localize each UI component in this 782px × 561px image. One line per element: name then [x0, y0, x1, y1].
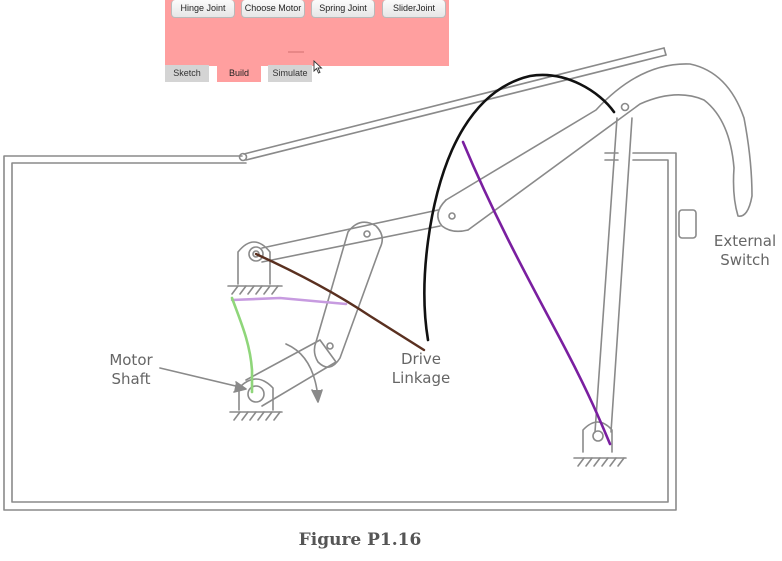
enclosure-box	[3, 152, 677, 511]
panel-divider	[288, 51, 304, 53]
purple-stroke	[461, 140, 612, 446]
brown-stroke	[254, 252, 426, 352]
figure-caption: Figure P1.16	[298, 530, 422, 550]
linkage-label-line2: Linkage	[391, 369, 451, 387]
lavender-stroke	[230, 296, 348, 306]
motor-arm	[245, 339, 337, 407]
shaft-label-line2: Shaft	[111, 370, 151, 388]
black-stroke	[423, 73, 616, 342]
motor-shaft-leader	[159, 367, 247, 393]
tab-sketch[interactable]: Sketch	[165, 65, 209, 82]
tab-simulate[interactable]: Simulate	[268, 65, 312, 82]
external-label-line1: External	[713, 232, 777, 250]
green-stroke	[230, 296, 254, 394]
rotation-arrow	[285, 343, 323, 403]
mouse-cursor-icon	[313, 60, 323, 74]
choose-motor-button[interactable]: Choose Motor	[241, 0, 305, 18]
right-pivot	[573, 421, 627, 467]
crank-link	[313, 221, 384, 368]
spring-joint-button[interactable]: Spring Joint	[311, 0, 375, 18]
tool-panel: Hinge Joint Choose Motor Spring Joint Sl…	[165, 0, 449, 66]
hinge-joint-button[interactable]: Hinge Joint	[171, 0, 235, 18]
switch-nub	[678, 209, 697, 239]
slider-joint-button[interactable]: SliderJoint	[382, 0, 446, 18]
support-strut	[594, 117, 633, 433]
drive-label-line1: Drive	[401, 350, 441, 368]
upper-left-pivot	[227, 241, 283, 295]
connecting-link	[261, 209, 441, 263]
motor-shaft-label: Motor Shaft	[100, 351, 162, 389]
external-switch-label: External Switch	[708, 232, 782, 270]
drive-linkage-label: Drive Linkage	[384, 350, 458, 388]
lever-arm	[437, 63, 753, 233]
motor-label-line1: Motor	[109, 351, 153, 369]
lid-bar	[238, 47, 667, 162]
switch-label-line2: Switch	[720, 251, 770, 269]
tab-build[interactable]: Build	[217, 65, 261, 82]
